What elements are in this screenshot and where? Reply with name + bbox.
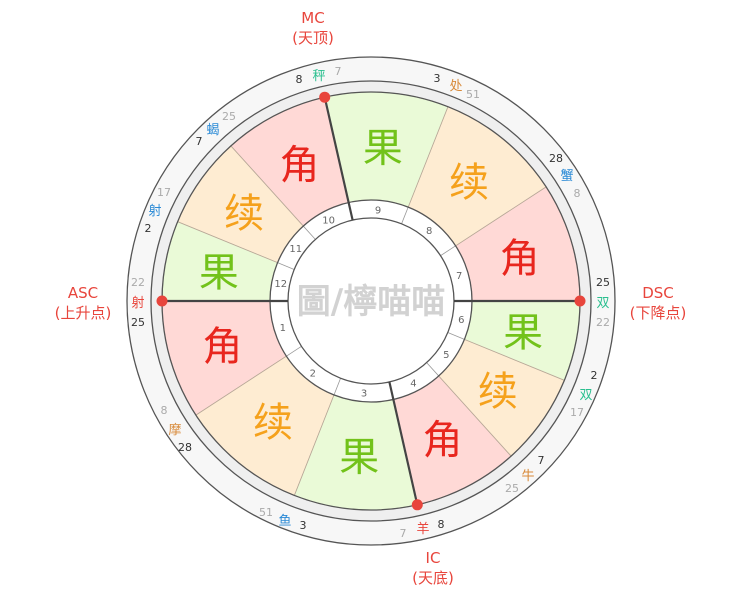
cusp-minute-11: 25: [222, 110, 236, 123]
dsc-dot: [574, 295, 586, 307]
house-number-3: 3: [361, 389, 367, 400]
house-number-12: 12: [274, 279, 287, 290]
dsc-label: DSC (下降点): [613, 283, 703, 323]
cusp-minute-6: 17: [570, 406, 584, 419]
cusp-sign-5: 牛: [521, 469, 534, 484]
cusp-minute-2: 8: [161, 404, 168, 417]
mc-axis-line: [323, 96, 354, 221]
house-quality-label-4: 角: [422, 418, 462, 464]
cusp-degree-10: 8: [296, 73, 303, 86]
house-quality-label-9: 果: [363, 125, 403, 171]
cusp-degree-8: 28: [549, 152, 563, 165]
house-number-10: 10: [322, 215, 335, 226]
cusp-degree-9: 3: [434, 72, 441, 85]
house-quality-label-12: 果: [199, 250, 239, 296]
cusp-sign-3: 鱼: [278, 513, 291, 529]
cusp-minute-3: 51: [259, 506, 273, 519]
house-quality-label-11: 续: [224, 191, 264, 237]
cusp-sign-8: 蟹: [560, 169, 573, 184]
cusp-degree-6: 2: [591, 369, 598, 382]
cusp-degree-7: 25: [596, 276, 610, 289]
house-number-8: 8: [426, 226, 432, 237]
cusp-sign-11: 蝎: [206, 123, 219, 138]
asc-label: ASC (上升点): [38, 283, 128, 323]
house-number-11: 11: [289, 244, 302, 255]
mc-subtitle: (天顶): [292, 29, 334, 47]
house-quality-label-10: 角: [280, 142, 320, 188]
ic-dot: [411, 499, 423, 511]
house-quality-label-2: 续: [253, 400, 293, 446]
house-number-5: 5: [443, 350, 449, 361]
house-quality-label-8: 续: [449, 160, 489, 206]
house-ring-divider: [440, 245, 456, 257]
cusp-sign-9: 处: [449, 79, 462, 94]
house-quality-label-6: 果: [503, 310, 543, 356]
house-number-4: 4: [410, 379, 416, 390]
cusp-minute-9: 51: [466, 88, 480, 101]
ic-name: IC: [425, 549, 441, 567]
axis-dots: [156, 91, 586, 511]
asc-subtitle: (上升点): [54, 304, 112, 322]
cusp-degree-5: 7: [538, 454, 545, 467]
ic-label: IC (天底): [388, 548, 478, 588]
house-number-2: 2: [310, 368, 316, 379]
cusp-minute-7: 22: [596, 316, 610, 329]
cusp-degree-1: 25: [131, 316, 145, 329]
ic-axis-line: [388, 381, 419, 506]
cusp-degree-4: 8: [438, 518, 445, 531]
cusp-minute-4: 7: [400, 527, 407, 540]
cusp-degree-3: 3: [300, 519, 307, 532]
cusp-minute-8: 8: [574, 187, 581, 200]
cusp-minute-10: 7: [335, 65, 342, 78]
cusp-sign-4: 羊: [416, 521, 429, 537]
house-quality-label-5: 续: [478, 369, 518, 415]
house-ring-divider: [302, 225, 316, 240]
cusp-degree-2: 28: [178, 441, 192, 454]
dsc-name: DSC: [642, 284, 674, 302]
cusp-sign-6: 双: [579, 388, 592, 403]
asc-dot: [156, 295, 168, 307]
cusp-minute-1: 22: [131, 276, 145, 289]
house-number-7: 7: [456, 271, 462, 282]
cusp-sign-1: 射: [131, 295, 144, 311]
house-ring-divider: [447, 332, 465, 340]
house-ring-divider: [426, 362, 440, 377]
house-number-9: 9: [375, 205, 381, 216]
cusp-minute-5: 25: [505, 482, 519, 495]
ic-subtitle: (天底): [412, 569, 454, 587]
asc-name: ASC: [67, 284, 99, 302]
watermark-text: 圖/檸喵喵: [297, 282, 445, 322]
axis-lines: [162, 96, 580, 506]
house-quality-label-7: 角: [500, 236, 540, 282]
house-ring-divider: [286, 345, 302, 357]
cusp-degree-12: 2: [145, 222, 152, 235]
cusp-degree-11: 7: [196, 135, 203, 148]
house-number-6: 6: [458, 315, 464, 326]
house-ring-divider: [333, 378, 341, 396]
cusp-sign-7: 双: [596, 296, 609, 311]
house-quality-label-1: 角: [202, 324, 242, 370]
cusp-minute-12: 17: [157, 186, 171, 199]
house-number-1: 1: [280, 323, 286, 334]
cusp-sign-2: 摩: [168, 422, 181, 438]
dsc-subtitle: (下降点): [629, 304, 687, 322]
cusp-sign-10: 秤: [312, 69, 325, 84]
house-ring-divider: [401, 206, 409, 224]
mc-dot: [319, 91, 331, 103]
house-ring-divider: [277, 262, 295, 270]
house-quality-label-3: 果: [339, 435, 379, 481]
mc-name: MC: [301, 9, 325, 27]
mc-label: MC (天顶): [268, 8, 358, 48]
cusp-sign-12: 射: [148, 203, 161, 219]
